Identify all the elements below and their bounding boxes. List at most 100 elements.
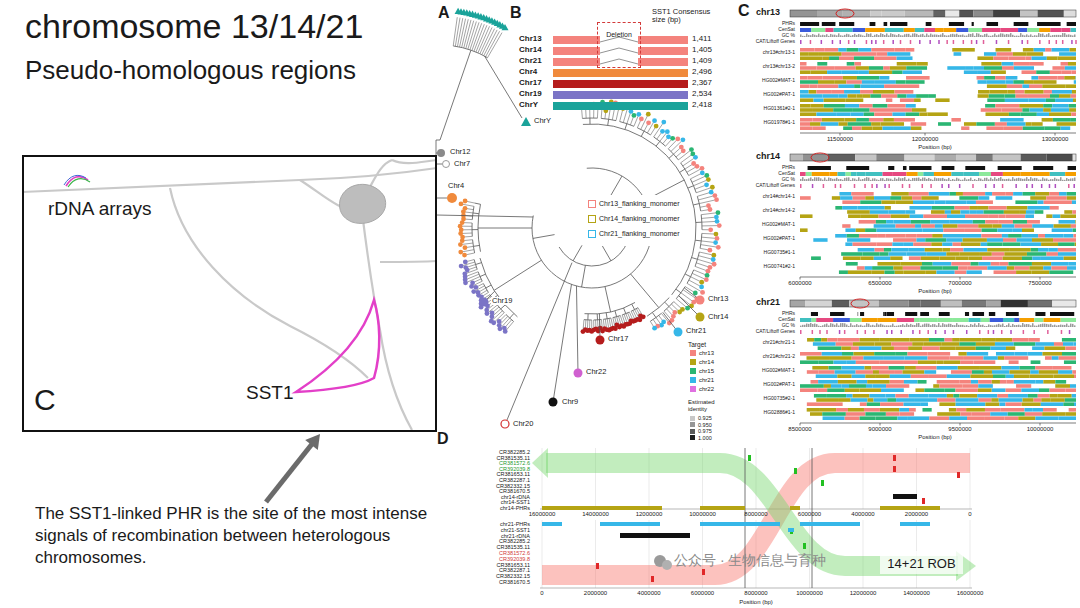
alignment-heatmap-part	[1055, 98, 1073, 102]
alignment-heatmap-part	[947, 66, 966, 70]
alignment-heatmap-part	[1013, 52, 1026, 56]
phylogenetic-tree-part	[587, 320, 588, 329]
alignment-heatmap-part	[960, 277, 961, 280]
alignment-heatmap-part	[997, 52, 1013, 56]
alignment-heatmap-part	[800, 66, 817, 70]
alignment-heatmap-part	[865, 374, 875, 378]
alignment-heatmap-part	[921, 256, 940, 260]
alignment-heatmap-part	[1045, 356, 1052, 360]
alignment-heatmap-part	[874, 112, 892, 116]
alignment-heatmap-part	[846, 262, 858, 266]
alignment-heatmap-part	[835, 66, 856, 70]
alignment-heatmap-part	[935, 224, 943, 228]
alignment-heatmap-part	[1046, 98, 1055, 102]
alignment-heatmap-part	[929, 338, 945, 342]
alignment-heatmap-part	[1021, 388, 1039, 392]
alignment-heatmap-part	[963, 238, 977, 242]
alignment-heatmap-part	[857, 266, 865, 270]
alignment-heatmap-part	[891, 330, 893, 334]
alignment-heatmap-part	[1030, 196, 1046, 200]
alignment-heatmap-part	[810, 40, 812, 44]
phylogenetic-tree-part	[646, 112, 651, 117]
alignment-heatmap-part	[823, 416, 845, 420]
phylogenetic-tree-part	[713, 240, 718, 245]
alignment-heatmap-part	[936, 325, 938, 327]
phylogenetic-tree-part	[706, 177, 711, 182]
alignment-heatmap-part	[949, 220, 973, 224]
alignment-heatmap-part	[857, 76, 879, 80]
alignment-heatmap-part	[847, 210, 870, 214]
alignment-heatmap-part	[901, 262, 922, 266]
alignment-heatmap	[790, 299, 1076, 426]
alignment-heatmap-part	[1032, 224, 1053, 228]
phylogenetic-tree-part	[507, 263, 572, 420]
alignment-heatmap-part	[1014, 36, 1016, 37]
alignment-heatmap-part	[812, 172, 830, 176]
alignment-heatmap-part	[1016, 36, 1018, 37]
alignment-heatmap-part	[1054, 178, 1056, 181]
alignment-heatmap-part	[957, 154, 976, 161]
alignment-heatmap-part	[1068, 326, 1070, 327]
alignment-heatmap-part	[1065, 388, 1076, 392]
alignment-heatmap-part	[940, 325, 942, 327]
alignment-heatmap-part	[952, 48, 975, 52]
alignment-heatmap-part	[842, 70, 858, 74]
alignment-heatmap-part	[1039, 388, 1049, 392]
alignment-heatmap-part	[1020, 325, 1022, 327]
alignment-heatmap-part	[824, 324, 826, 327]
alignment-heatmap-part	[1038, 180, 1040, 181]
alignment-heatmap-part	[1002, 179, 1004, 181]
alignment-heatmap-part	[987, 80, 1006, 84]
alignment-heatmap-part	[826, 330, 828, 334]
alignment-heatmap-part	[978, 224, 992, 228]
alignment-heatmap-part	[896, 224, 916, 228]
alignment-heatmap-part	[1028, 352, 1043, 356]
alignment-heatmap-part	[842, 36, 844, 37]
alignment-heatmap-part	[1008, 394, 1028, 398]
alignment-heatmap-part	[1064, 76, 1075, 80]
alignment-heatmap-part	[1022, 323, 1024, 327]
phylogenetic-tree-part	[464, 222, 472, 223]
alignment-heatmap-part	[906, 323, 908, 327]
alignment-heatmap-part	[858, 206, 869, 210]
consensus-bars-part	[553, 80, 688, 88]
alignment-heatmap-part	[871, 40, 873, 44]
alignment-heatmap-part	[1072, 394, 1076, 398]
phylogenetic-tree-part	[476, 290, 481, 295]
alignment-heatmap-part	[986, 300, 1001, 307]
alignment-heatmap-part	[1041, 184, 1043, 188]
alignment-heatmap-part	[874, 178, 876, 181]
phylogenetic-tree-part	[683, 290, 695, 298]
alignment-heatmap-part	[929, 416, 949, 420]
alignment-heatmap-part	[894, 126, 911, 130]
alignment-heatmap-part	[860, 52, 877, 56]
alignment-heatmap-part	[912, 330, 914, 334]
alignment-heatmap-part	[1014, 374, 1030, 378]
alignment-heatmap-part	[1058, 35, 1060, 37]
alignment-heatmap-part	[857, 312, 858, 316]
alignment-heatmap-part	[1021, 248, 1031, 252]
alignment-heatmap-part	[892, 172, 906, 176]
alignment-heatmap-part	[943, 234, 965, 238]
alignment-heatmap-part	[990, 178, 992, 181]
alignment-heatmap-part	[800, 94, 822, 98]
alignment-heatmap-part	[832, 179, 834, 181]
alignment-heatmap-part	[859, 346, 882, 350]
phylogenetic-tree-part	[678, 151, 690, 160]
alignment-heatmap-part	[980, 325, 982, 327]
alignment-heatmap-part	[1052, 228, 1073, 232]
alignment-heatmap-part	[872, 325, 874, 327]
alignment-heatmap-part	[1032, 323, 1034, 327]
phylogenetic-tree-part	[636, 112, 641, 117]
alignment-heatmap-part	[918, 380, 927, 384]
alignment-heatmap-part	[873, 90, 894, 94]
alignment-heatmap-part	[1066, 35, 1068, 37]
consensus-bars-part	[553, 102, 688, 110]
alignment-heatmap-part	[1050, 36, 1052, 37]
alignment-heatmap-part	[951, 118, 960, 122]
phylogenetic-tree-part	[484, 30, 497, 56]
alignment-heatmap-part	[888, 184, 890, 188]
phylogenetic-tree-part	[605, 319, 606, 328]
alignment-heatmap-part	[924, 388, 944, 392]
alignment-heatmap-part	[948, 35, 950, 37]
